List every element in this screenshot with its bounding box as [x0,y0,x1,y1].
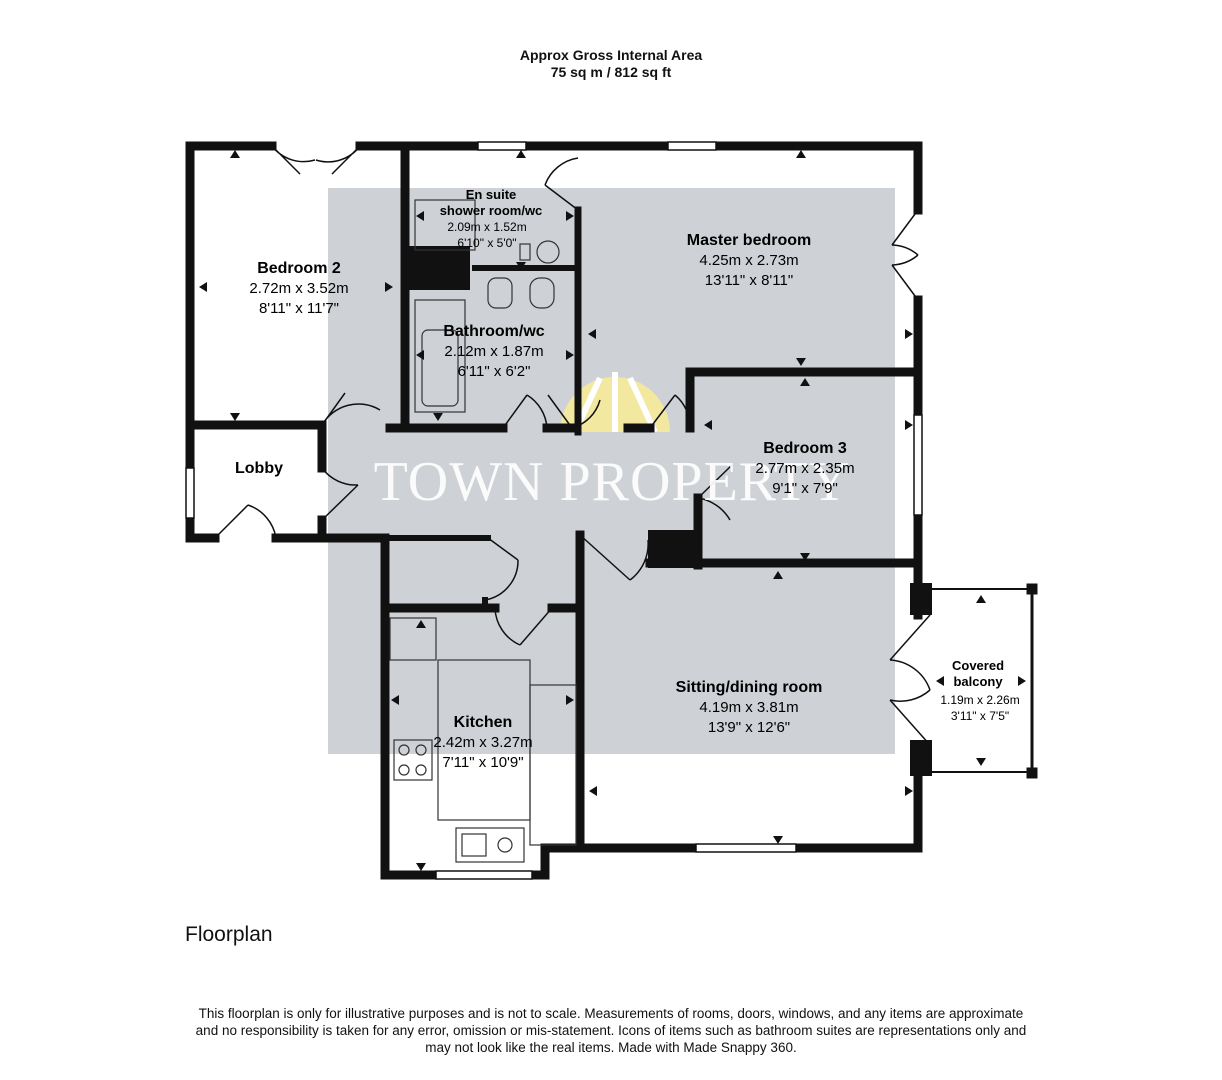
room-label-sitting-dining: Sitting/dining room 4.19m x 3.81m 13'9" … [676,679,823,736]
disclaimer-line: may not look like the real items. Made w… [425,1040,797,1055]
room-name: shower room/wc [440,203,543,218]
room-label-bedroom-2: Bedroom 2 2.72m x 3.52m 8'11" x 11'7" [249,260,348,317]
floorplan-label: Floorplan [185,923,273,946]
room-imperial: 13'11" x 8'11" [705,272,793,289]
area-value: 75 sq m / 812 sq ft [550,64,672,80]
room-name: Bathroom/wc [443,323,544,340]
disclaimer-line: and no responsibility is taken for any e… [195,1023,1027,1038]
room-name: En suite [466,187,517,202]
room-imperial: 9'1" x 7'9" [772,480,838,497]
disclaimer-line: This floorplan is only for illustrative … [198,1006,1024,1021]
room-imperial: 8'11" x 11'7" [259,300,339,317]
fixtures [389,199,577,863]
wall-block [648,530,696,568]
room-name: Sitting/dining room [676,679,823,696]
room-label-covered-balcony: Covered balcony 1.19m x 2.26m 3'11" x 7'… [940,658,1019,723]
room-imperial: 3'11" x 7'5" [951,709,1009,723]
wall-block [402,246,470,290]
walls [185,141,923,880]
room-label-master-bedroom: Master bedroom 4.25m x 2.73m 13'11" x 8'… [687,232,811,289]
wall-block [910,740,932,776]
room-imperial: 6'10" x 5'0" [457,236,516,250]
room-imperial: 6'11" x 6'2" [458,363,531,380]
room-imperial: 7'11" x 10'9" [442,754,523,771]
room-label-lobby: Lobby [235,460,283,477]
watermark-text: TOWN PROPERTY [374,451,851,513]
room-name: Master bedroom [687,232,811,249]
room-label-bedroom-3: Bedroom 3 2.77m x 2.35m 9'1" x 7'9" [755,440,854,497]
room-metric: 4.25m x 2.73m [699,252,798,269]
room-metric: 2.72m x 3.52m [249,280,348,297]
room-name: Bedroom 3 [763,440,847,457]
room-name: Covered [952,658,1004,673]
disclaimer: This floorplan is only for illustrative … [150,1005,1072,1056]
doors [214,145,931,746]
room-metric: 2.09m x 1.52m [447,220,526,234]
room-label-kitchen: Kitchen 2.42m x 3.27m 7'11" x 10'9" [433,714,532,771]
room-metric: 2.12m x 1.87m [444,343,543,360]
area-title: Approx Gross Internal Area [519,47,703,63]
room-label-ensuite: En suite shower room/wc 2.09m x 1.52m 6'… [440,187,543,250]
room-metric: 4.19m x 3.81m [699,699,798,716]
room-imperial: 13'9" x 12'6" [708,719,790,736]
windows [185,141,923,880]
room-metric: 2.42m x 3.27m [433,734,532,751]
room-name: Bedroom 2 [257,260,341,277]
room-name: Lobby [235,460,283,477]
room-name: Kitchen [454,714,513,731]
room-label-bathroom: Bathroom/wc 2.12m x 1.87m 6'11" x 6'2" [443,323,544,380]
balcony-frame [930,583,1038,779]
dimension-arrows [199,150,1026,871]
room-metric: 1.19m x 2.26m [940,693,1019,707]
watermark-sun-logo [560,372,670,434]
room-name: balcony [953,674,1003,689]
room-metric: 2.77m x 2.35m [755,460,854,477]
wall-block [910,583,932,615]
